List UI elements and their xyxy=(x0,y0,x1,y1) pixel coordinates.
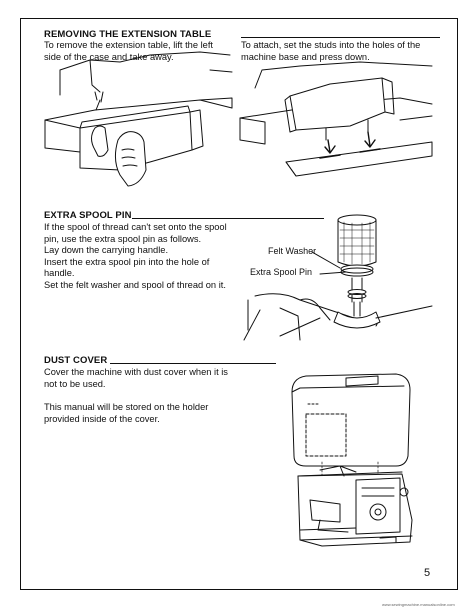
extension-table-rule xyxy=(241,37,440,38)
dust-cover-rule xyxy=(110,363,276,364)
extra-spool-pin-illustration xyxy=(243,214,433,341)
page-number: 5 xyxy=(424,567,431,579)
spool-pin-rule xyxy=(132,218,324,219)
felt-washer-label: Felt Washer xyxy=(268,246,317,256)
page-frame xyxy=(20,18,458,590)
extension-table-remove-text: To remove the extension table, lift the … xyxy=(44,40,213,62)
spool-pin-heading: EXTRA SPOOL PIN xyxy=(44,210,132,221)
remove-extension-table-illustration xyxy=(44,51,233,187)
extension-table-heading: REMOVING THE EXTENSION TABLE xyxy=(44,29,212,40)
dust-cover-illustration xyxy=(291,373,413,547)
extra-spool-pin-label: Extra Spool Pin xyxy=(250,267,313,277)
attach-extension-table-illustration xyxy=(239,61,433,177)
dust-cover-heading: DUST COVER xyxy=(44,355,108,366)
dust-cover-text-1: Cover the machine with dust cover when i… xyxy=(44,367,228,389)
dust-cover-text-2: This manual will be stored on the holder… xyxy=(44,402,209,424)
watermark: www.sewingmachine.manualsonline.com xyxy=(382,602,455,607)
extension-table-attach-text: To attach, set the studs into the holes … xyxy=(241,40,421,62)
spool-pin-text: If the spool of thread can't set onto th… xyxy=(44,222,227,290)
